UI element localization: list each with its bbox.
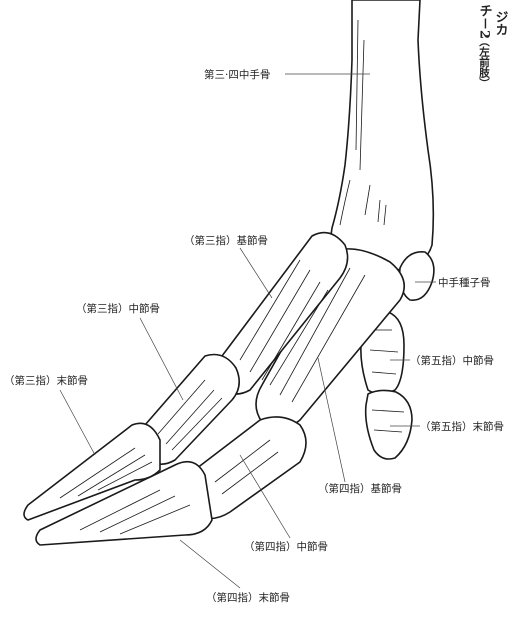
title-line3: （左前肢） <box>478 36 490 89</box>
title-line1: ジカ <box>493 10 509 36</box>
bones <box>24 0 434 545</box>
title-block: ジカ チ－2 （左前肢） <box>477 4 509 89</box>
sesamoid-bone <box>400 252 434 300</box>
label-digit3-middle: （第三指）中節骨 <box>76 302 160 315</box>
label-sesamoid: 中手種子骨 <box>438 276 491 289</box>
label-digit5-middle: （第五指）中節骨 <box>410 354 494 367</box>
label-digit4-distal: （第四指）末節骨 <box>206 591 290 604</box>
label-digit3-distal: （第三指）末節骨 <box>4 374 88 387</box>
label-metacarpal: 第三·四中手骨 <box>204 68 270 81</box>
label-digit5-distal: （第五指）末節骨 <box>420 420 504 433</box>
label-digit3-proximal: （第三指）基節骨 <box>184 234 268 247</box>
label-digit4-middle: （第四指）中節骨 <box>244 540 328 553</box>
metacarpal-bone <box>331 0 433 270</box>
label-digit4-proximal: （第四指）基節骨 <box>318 482 402 495</box>
title-line2: チ－2 <box>477 4 492 39</box>
digit5-distal-bone <box>366 390 412 459</box>
